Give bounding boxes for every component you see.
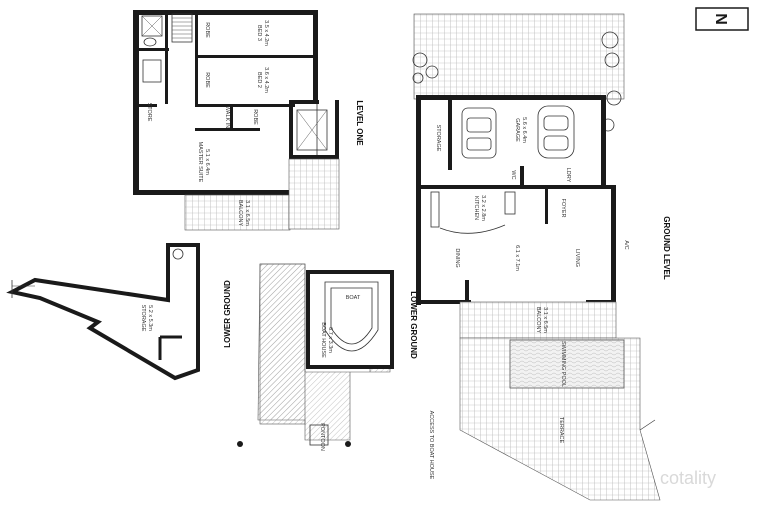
level-one-side-deck bbox=[288, 158, 340, 230]
ground-balcony-deck bbox=[459, 301, 617, 339]
boat-label: BOAT bbox=[346, 295, 361, 301]
balcony-dim: 3.1 x 6.5m bbox=[244, 200, 250, 226]
wall bbox=[230, 104, 233, 130]
water-tank bbox=[172, 248, 184, 260]
wall bbox=[611, 185, 616, 305]
wall bbox=[195, 12, 198, 107]
kitchen-pantry bbox=[504, 191, 516, 215]
storage-label: STORAGE bbox=[435, 125, 441, 152]
wall bbox=[416, 95, 421, 305]
wall bbox=[289, 100, 293, 195]
ground-level-title: GROUND LEVEL bbox=[662, 216, 671, 280]
lower-ground-title: LOWER GROUND bbox=[223, 280, 232, 348]
vanity-basin bbox=[143, 37, 157, 47]
level-one-balcony-deck bbox=[184, 194, 291, 231]
wall bbox=[289, 155, 339, 159]
ensuite-shower bbox=[296, 109, 328, 151]
car-icon bbox=[537, 105, 575, 159]
wall bbox=[601, 95, 606, 185]
pool-label: SWIMMING POOL bbox=[560, 341, 566, 387]
master-suite-label: MASTER SUITE bbox=[197, 142, 203, 183]
wall bbox=[133, 10, 139, 195]
wall bbox=[289, 100, 319, 104]
kitchen-label: KITCHEN bbox=[473, 196, 479, 220]
watermark: cotality bbox=[660, 468, 716, 488]
wall bbox=[133, 10, 318, 15]
lower-ground-title-2: LOWER GROUND bbox=[409, 291, 418, 359]
swimming-pool bbox=[509, 339, 625, 389]
level-one-title: LEVEL ONE bbox=[355, 100, 364, 146]
ac-label: A/C bbox=[623, 240, 629, 249]
walk-in-label: WALK IN bbox=[224, 106, 230, 128]
living-label: LIVING bbox=[574, 249, 580, 267]
bed2-dim: 3.6 x 4.2m bbox=[263, 67, 269, 93]
bed2-label: BED 2 bbox=[256, 72, 262, 88]
bed3-dim: 3.5 x 4.2m bbox=[263, 20, 269, 46]
wall bbox=[416, 300, 471, 304]
robe-label: ROBE bbox=[204, 22, 210, 38]
living-dim: 6.1 x 7.1m bbox=[514, 245, 520, 271]
wall bbox=[195, 128, 260, 131]
storage-dim: 5.2 x 5.3m bbox=[147, 305, 153, 331]
wall bbox=[520, 166, 524, 186]
kitchen-island bbox=[439, 224, 506, 234]
wall bbox=[335, 100, 339, 159]
wall bbox=[137, 104, 157, 107]
garage-label: GARAGE bbox=[514, 118, 520, 142]
foyer-label: FOYER bbox=[560, 199, 566, 218]
wall bbox=[165, 12, 168, 104]
store-label: STORE bbox=[146, 103, 152, 122]
rock-face bbox=[259, 263, 306, 425]
boat-house-label: BOAT HOUSE bbox=[320, 322, 326, 358]
wall bbox=[448, 95, 452, 170]
boat-house-dim: 6.7 x 3.3m bbox=[327, 327, 333, 353]
lower-ground-storage-plan: STORAGE 5.2 x 5.3m LOWER GROUND bbox=[6, 243, 232, 381]
wall bbox=[416, 95, 606, 100]
mooring-post bbox=[237, 441, 243, 447]
laundry-label: LDRY bbox=[565, 168, 571, 183]
kitchen-bench bbox=[430, 191, 440, 228]
wall bbox=[545, 189, 548, 224]
lower-ground-boathouse-plan: BOAT BOAT HOUSE 6.7 x 3.3m PONTOON LOWER… bbox=[237, 263, 418, 451]
balcony-dim: 3.1 x 6.5m bbox=[542, 307, 548, 333]
level-one-plan: BED 3 3.5 x 4.2m BED 2 3.6 x 4.2m ROBE R… bbox=[133, 10, 364, 231]
kitchen-dim: 3.2 x 2.8m bbox=[480, 195, 486, 221]
north-arrow-icon: N bbox=[712, 13, 729, 25]
wall bbox=[195, 104, 295, 107]
boat-outline bbox=[324, 281, 379, 352]
car-icon bbox=[461, 107, 497, 159]
ground-level-plan: STORAGE GARAGE 5.6 x 6.4m WC LDRY KITCHE… bbox=[412, 13, 671, 501]
wall bbox=[133, 190, 293, 195]
pontoon-box bbox=[309, 424, 329, 446]
wall bbox=[137, 48, 169, 51]
pontoon-label: PONTOON bbox=[319, 423, 325, 451]
bed3-label: BED 3 bbox=[256, 25, 262, 41]
garage-dim: 5.6 x 6.4m bbox=[521, 117, 527, 143]
robe-label: ROBE bbox=[252, 109, 258, 125]
balcony-label: BALCONY bbox=[237, 200, 243, 227]
shower bbox=[141, 15, 163, 37]
balcony-label: BALCONY bbox=[535, 307, 541, 334]
wall bbox=[195, 55, 317, 58]
bathtub bbox=[142, 59, 162, 83]
robe-label: ROBE bbox=[204, 72, 210, 88]
north-compass: N bbox=[695, 7, 749, 31]
stairs bbox=[171, 13, 193, 43]
terrace-label: TERRACE bbox=[558, 417, 564, 444]
wall bbox=[465, 280, 469, 304]
wall bbox=[416, 185, 616, 189]
dining-label: DINING bbox=[454, 248, 460, 267]
storage-label: STORAGE bbox=[140, 305, 146, 332]
storage-walls bbox=[6, 243, 200, 381]
access-label: ACCESS TO BOAT HOUSE bbox=[428, 411, 434, 480]
master-suite-dim: 5.1 x 6.4m bbox=[204, 149, 210, 175]
wc-label: WC bbox=[510, 170, 516, 179]
mooring-post bbox=[345, 441, 351, 447]
boat-inner bbox=[330, 287, 373, 345]
garden-shrubs bbox=[412, 31, 622, 132]
driveway bbox=[413, 13, 625, 100]
